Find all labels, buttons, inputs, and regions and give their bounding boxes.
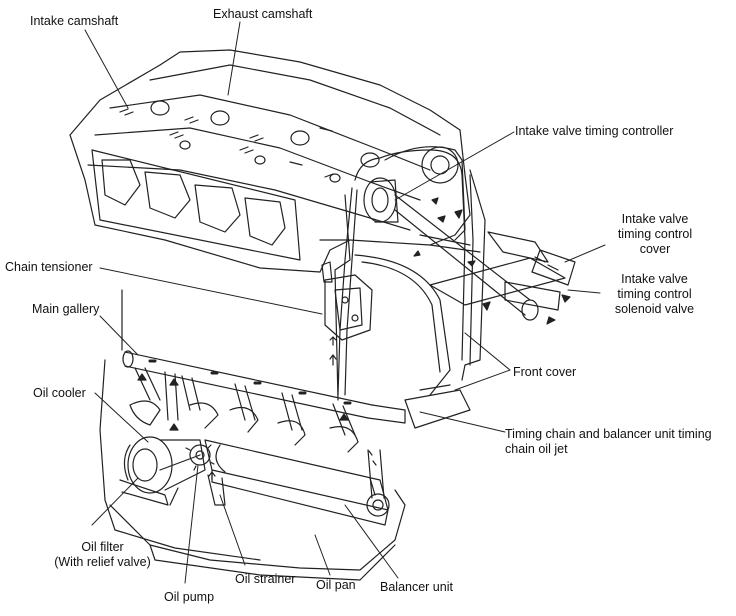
leader-oil-cooler [94,392,149,443]
leader-oil-jet [419,411,506,433]
leader-control-cover [564,244,606,263]
label-intake-valve-timing-control-cover: Intake valve timing control cover [600,212,710,257]
label-oil-pan: Oil pan [316,578,356,592]
label-solenoid-line3: solenoid valve [614,302,695,316]
label-chain-tensioner: Chain tensioner [5,260,93,274]
leader-oil-pan [314,534,331,576]
label-front-cover: Front cover [513,365,577,379]
label-oil-filter-line2: (With relief valve) [54,555,151,569]
cylinder-head [69,49,471,273]
label-cover-line3: cover [639,242,671,256]
label-oil-cooler: Oil cooler [33,386,86,400]
label-oil-jet-line2: chain oil jet [505,442,568,456]
leader-oil-filter [91,477,139,526]
label-cover-line1: Intake valve [621,212,689,226]
timing-chain [337,149,474,396]
label-solenoid-line1: Intake valve [621,272,688,286]
front-cover [334,169,486,429]
label-cover-line2: timing control [617,227,693,241]
valve-timing-controller [363,177,576,325]
label-intake-camshaft: Intake camshaft [30,14,119,28]
label-timing-chain-oil-jet: Timing chain and balancer unit timing ch… [505,427,712,457]
label-intake-valve-timing-controller: Intake valve timing controller [515,124,674,138]
oil-filter-cooler [119,436,206,506]
leader-intake-camshaft [84,29,129,109]
oil-pan [109,487,406,581]
leader-oil-strainer [219,494,246,566]
label-intake-valve-timing-control-solenoid-valve: Intake valve timing control solenoid val… [597,272,712,317]
leader-main-gallery [99,315,139,356]
label-oil-strainer: Oil strainer [235,572,296,586]
leader-lines [84,21,606,584]
leader-timing-controller [394,131,515,201]
label-oil-filter-line1: Oil filter [81,540,124,554]
leader-oil-pump [184,464,199,584]
leader-solenoid-valve [567,289,601,294]
balancer-pump-assembly [185,439,390,526]
label-main-gallery: Main gallery [32,302,100,316]
leader-chain-tensioner [99,267,323,315]
label-oil-pump: Oil pump [164,590,215,604]
label-oil-jet-line1: Timing chain and balancer unit timing [505,427,712,441]
leader-balancer-unit [344,504,399,579]
label-balancer-unit: Balancer unit [380,580,453,594]
leader-front-cover [454,332,511,391]
label-solenoid-line2: timing control [617,287,692,301]
chain-tensioner [321,261,373,346]
cylinder-block [99,289,406,561]
label-exhaust-camshaft: Exhaust camshaft [213,7,313,21]
leader-exhaust-camshaft [227,21,241,96]
label-oil-filter: Oil filter (With relief valve) [35,540,170,570]
